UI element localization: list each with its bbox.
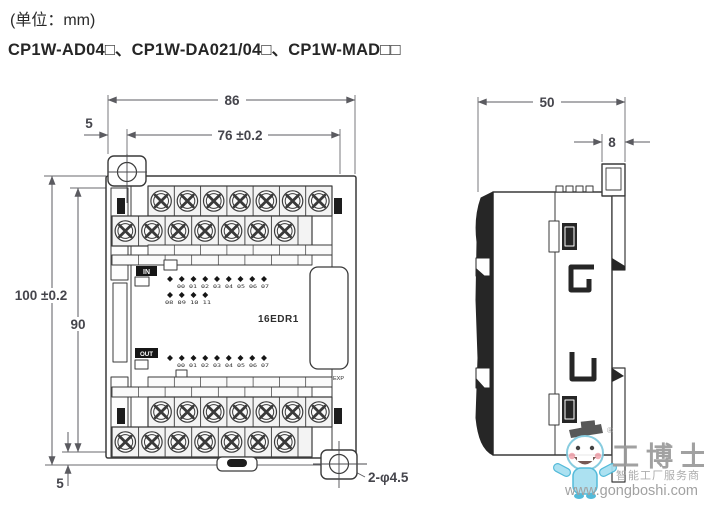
dim-mount-width: 76 ±0.2 [218,128,263,143]
dim-mount-holes: 2-φ4.5 [368,470,409,485]
mounting-ear-top-left [107,154,147,203]
exp-label: EXP [333,376,344,382]
mascot-logo [552,420,618,499]
in-badge-label: IN [143,269,150,276]
dim-inner-height: 90 [70,317,85,332]
cover-notches [475,257,491,389]
watermark: ® 工博士 智能工厂服务商 www.gongboshi.com [552,420,704,499]
expansion-connector-cover [309,266,349,370]
side-view-drawing [475,163,626,483]
expansion-connector-side [601,163,626,197]
terminal-block-top [111,185,342,266]
watermark-brand: 工博士 [612,441,704,472]
dim-top-left-offset: 5 [85,116,93,131]
in-led-labels-row2: 08 09 10 11 [165,300,212,305]
front-view-drawing: IN 00 01 02 03 04 05 06 07 08 09 10 11 1… [105,154,367,488]
din-rail-hooks [611,195,626,483]
side-clips [548,220,577,426]
watermark-url: www.gongboshi.com [564,483,698,499]
input-led-area: IN 00 01 02 03 04 05 06 07 08 09 10 11 [134,259,270,305]
page-title: CP1W-AD04□、CP1W-DA021/04□、CP1W-MAD□□ [8,41,401,59]
in-badge [136,266,157,276]
out-led-labels: 00 01 02 03 04 05 06 07 [177,363,270,368]
out-badge [135,348,158,358]
top-vents [555,185,594,193]
dim-total-width: 86 [224,93,240,108]
dim-bottom-offset: 5 [56,476,64,491]
in-led-labels-row1: 00 01 02 03 04 05 06 07 [177,284,270,289]
dim-depth: 50 [539,95,554,110]
dim-connector-width: 8 [608,135,616,150]
terminal-cover-profile [475,191,494,456]
unit-note: (单位：mm) [10,12,96,29]
out-badge-label: OUT [140,351,153,358]
module-model-label: 16EDR1 [258,314,299,325]
dim-total-height: 100 ±0.2 [15,288,67,303]
watermark-tagline: 智能工厂服务商 [616,468,700,482]
dimension-labels: 86 76 ±0.2 5 100 ±0.2 90 5 2-φ4.5 50 8 [12,93,621,491]
watermark-reg-mark: ® [607,426,613,435]
terminal-block-bottom [111,376,342,458]
mounting-ear-bottom-right [313,441,367,488]
rail-guides [568,264,597,382]
din-rail-latch [216,456,258,472]
